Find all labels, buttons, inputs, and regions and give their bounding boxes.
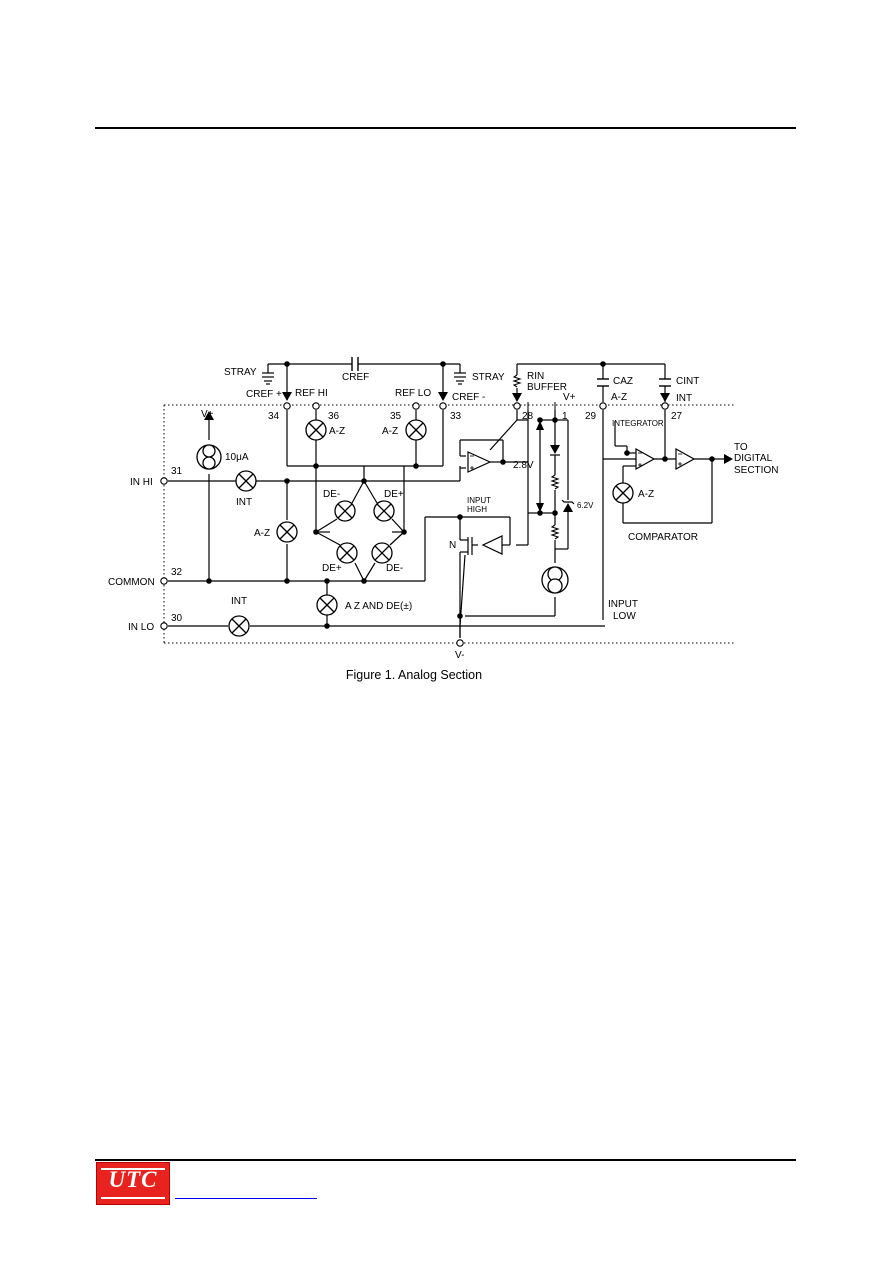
cref-label: CREF (342, 372, 369, 383)
pin-29-label: 29 (585, 411, 597, 422)
utc-logo: UTC (96, 1162, 170, 1205)
junction-dots (206, 361, 715, 629)
az-switch-reflo (405, 419, 427, 441)
v62-label: 6.2V (577, 501, 594, 510)
bottom-rule (95, 1159, 796, 1161)
zener-6v2 (561, 499, 575, 512)
de-plus-switch-1 (373, 500, 395, 522)
stray-right-label: STRAY (472, 372, 505, 383)
input-high-label-1: INPUT (467, 496, 491, 505)
buffer-amplifier (467, 451, 492, 473)
to-digital-label-3: SECTION (734, 465, 778, 476)
az-label-2: A-Z (382, 426, 398, 437)
az-label-4: A-Z (638, 489, 654, 500)
de-plus-label-1: DE+ (384, 489, 404, 500)
caz-capacitor (597, 378, 609, 387)
cref-minus-label: CREF - (452, 392, 485, 403)
vminus-label: V- (455, 650, 464, 661)
stray-capacitor-left (262, 372, 274, 385)
az-label-3: A-Z (254, 528, 270, 539)
stray-left-label: STRAY (224, 367, 257, 378)
to-digital-label-2: DIGITAL (734, 453, 773, 464)
wiring (168, 363, 724, 638)
int-top-label: INT (676, 393, 692, 404)
chip-boundary (163, 404, 735, 644)
rin-label: RIN (527, 371, 544, 382)
int-label-1: INT (236, 497, 252, 508)
current-10ua-label: 10μA (225, 452, 249, 463)
pin-32-label: 32 (171, 567, 183, 578)
input-low-label-2: LOW (613, 611, 636, 622)
output-arrow (724, 454, 733, 464)
input-buffer-amplifier (481, 535, 503, 555)
de-plus-label-2: DE+ (322, 563, 342, 574)
az-de-switch (316, 594, 338, 616)
caz-label: CAZ (613, 376, 633, 387)
vplus-top-label: V+ (563, 392, 576, 403)
rin-resistor (512, 374, 522, 388)
to-digital-label-1: TO (734, 442, 748, 453)
v28-arrow (536, 421, 544, 512)
vplus-left-label: V+ (201, 409, 214, 420)
pin-28-label: 28 (522, 411, 534, 422)
az-switch-comparator (612, 482, 634, 504)
az-label-1: A-Z (329, 426, 345, 437)
common-label: COMMON (108, 577, 155, 588)
de-minus-label-2: DE- (386, 563, 403, 574)
pin-30-label: 30 (171, 613, 183, 624)
top-rule (95, 127, 796, 129)
schematic-labels: STRAY STRAY CREF CREF + CREF - REF HI RE… (108, 367, 778, 661)
de-minus-switch-1 (334, 500, 356, 522)
cint-label: CINT (676, 376, 699, 387)
amp-sign-marks (470, 452, 682, 470)
pin-36-label: 36 (328, 411, 340, 422)
diode (550, 445, 560, 456)
pin-31-label: 31 (171, 466, 183, 477)
de-plus-switch-2 (336, 542, 358, 564)
comparator-label: COMPARATOR (628, 532, 698, 543)
input-low-label-1: INPUT (608, 599, 638, 610)
az-switch-refhi (305, 419, 327, 441)
logo-stripes (101, 1168, 165, 1199)
footer-link[interactable] (175, 1184, 317, 1199)
az-de-label: A Z AND DE(±) (345, 601, 412, 612)
az-top-label: A-Z (611, 392, 627, 403)
int-label-2: INT (231, 596, 247, 607)
pin-33-label: 33 (450, 411, 462, 422)
resistor-upper (550, 474, 560, 490)
pin-1-label: 1 (562, 411, 568, 422)
input-high-label-2: HIGH (467, 505, 487, 514)
in-hi-label: IN HI (130, 477, 153, 488)
pin-arrows (204, 392, 670, 420)
az-switch-common (276, 521, 298, 543)
pin-1-28-terminals (527, 402, 556, 410)
n-channel-label: N (449, 540, 456, 551)
analog-section-schematic: STRAY STRAY CREF CREF + CREF - REF HI RE… (108, 357, 778, 661)
logo-text: UTC (108, 1167, 158, 1192)
int-switch-inhi (235, 470, 257, 492)
pin-terminals (160, 402, 669, 647)
de-minus-switch-2 (371, 542, 393, 564)
buffer-label: BUFFER (527, 382, 567, 393)
cref-plus-label: CREF + (246, 389, 282, 400)
ref-hi-label: REF HI (295, 388, 328, 399)
integrator-amplifier (635, 447, 656, 471)
in-lo-label: IN LO (128, 622, 154, 633)
cint-capacitor (659, 378, 671, 387)
current-source-10ua (196, 444, 222, 470)
v28-label: 2.8V (513, 460, 534, 471)
stray-capacitor-right (454, 372, 466, 385)
pin-34-label: 34 (268, 411, 280, 422)
cref-capacitor (351, 357, 359, 371)
figure-caption: Figure 1. Analog Section (345, 668, 483, 682)
de-minus-label-1: DE- (323, 489, 340, 500)
pin-27-label: 27 (671, 411, 683, 422)
pin-35-label: 35 (390, 411, 402, 422)
comparator-amplifier (675, 447, 696, 471)
current-source-bias (541, 566, 569, 594)
ref-lo-label: REF LO (395, 388, 431, 399)
integrator-label: INTEGRATOR (612, 419, 664, 428)
int-switch-inlo (228, 615, 250, 637)
resistor-lower (550, 524, 560, 540)
